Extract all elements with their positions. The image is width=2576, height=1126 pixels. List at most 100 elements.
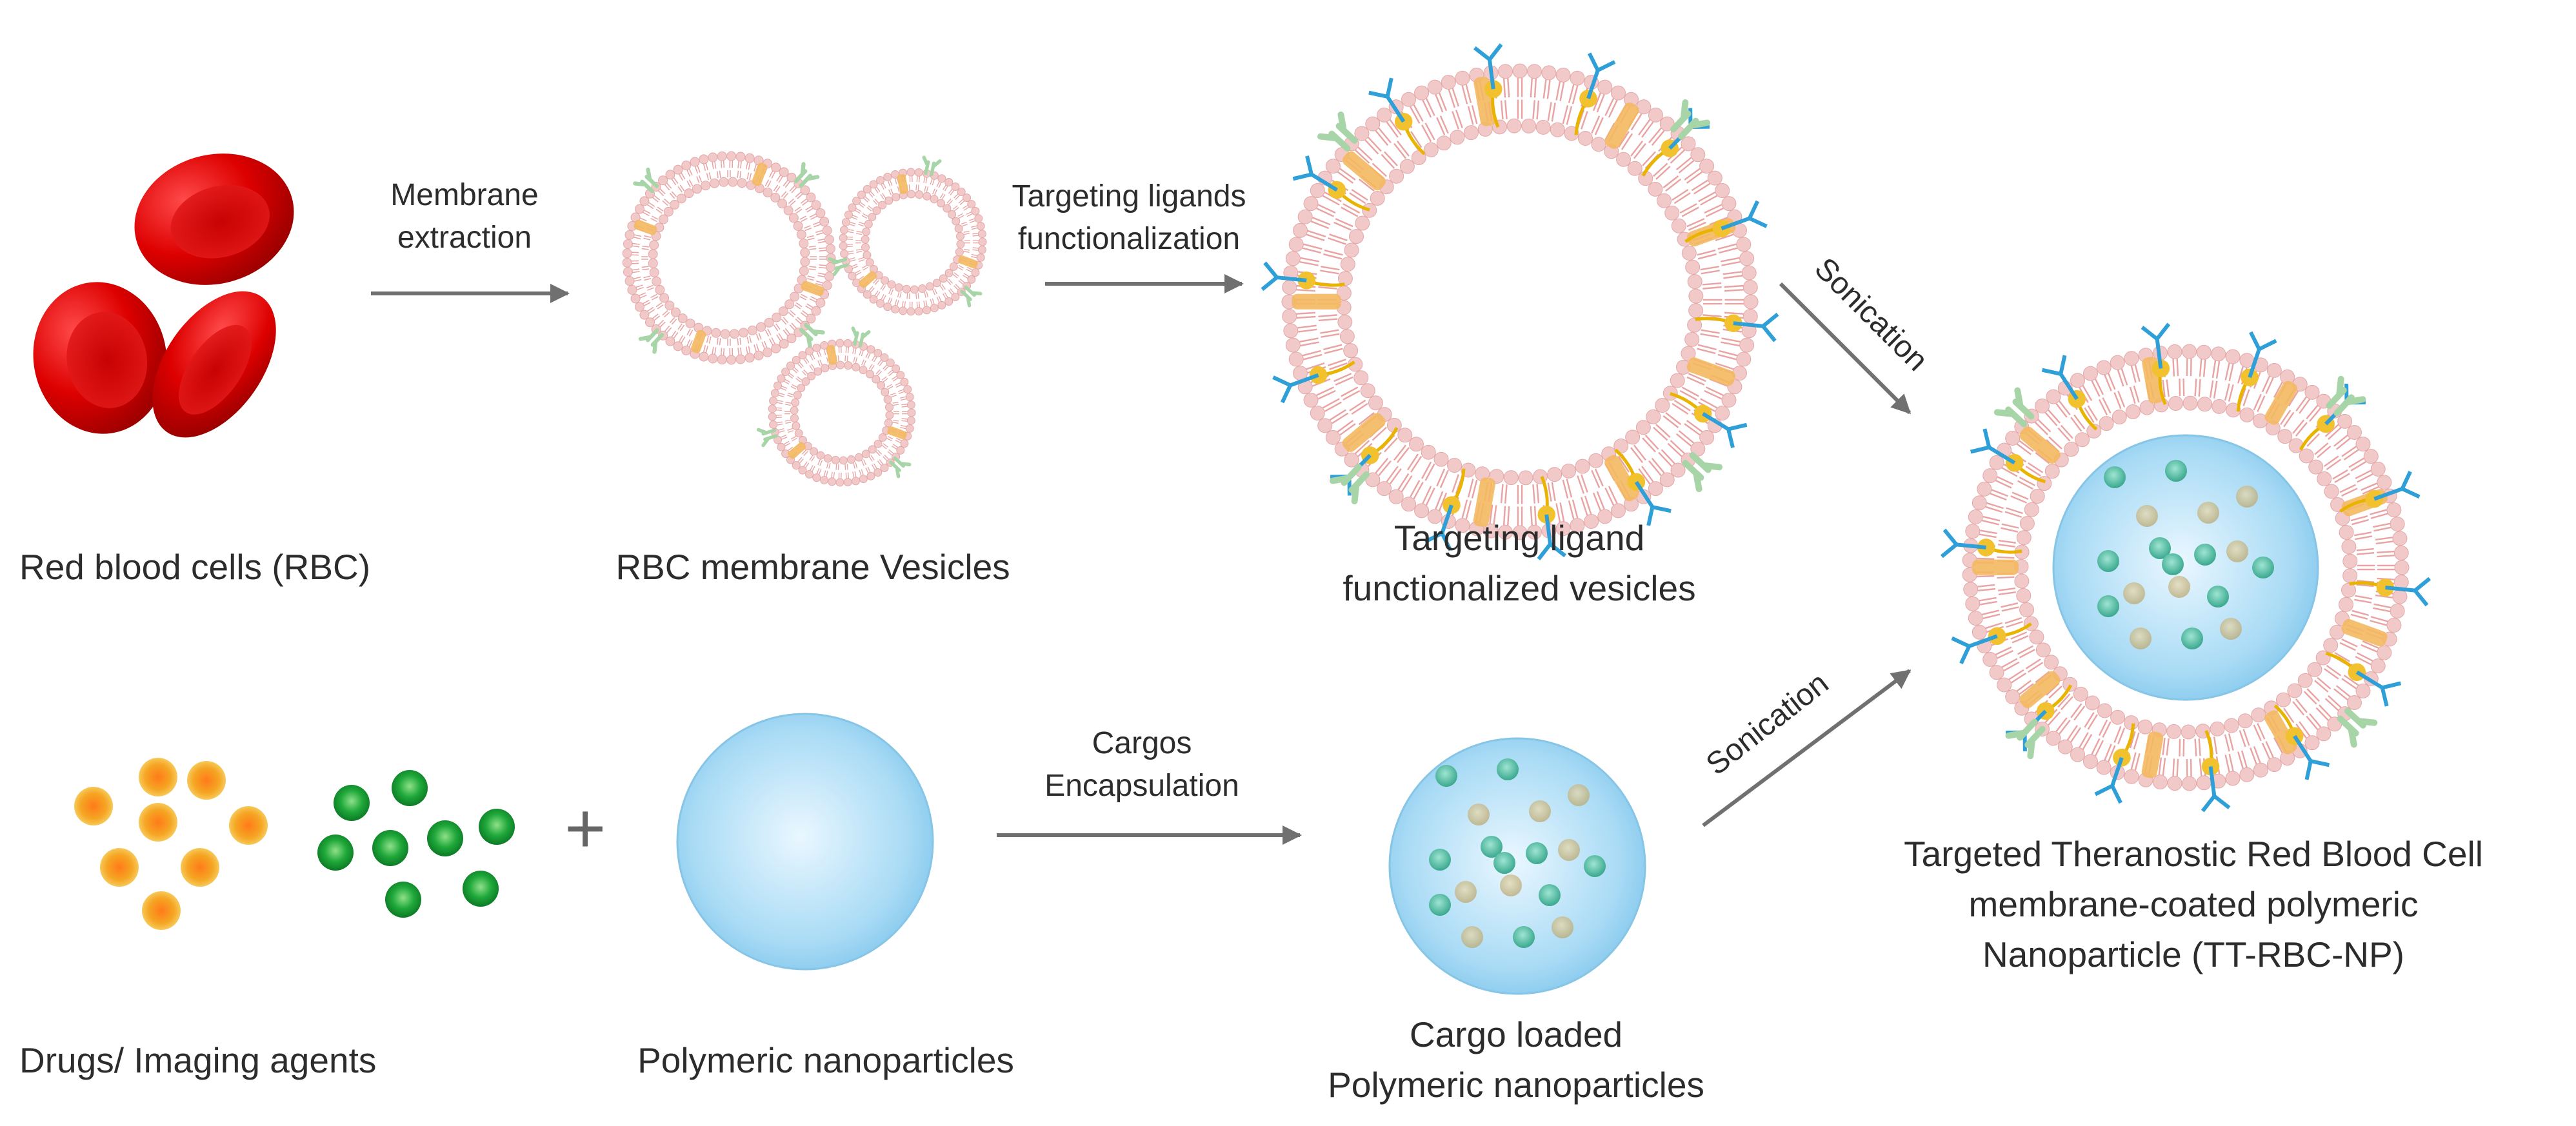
red-blood-cells xyxy=(33,153,294,438)
label-tl-vesicles: Targeting ligand functionalized vesicles xyxy=(1255,513,1784,613)
imaging-agent-dot xyxy=(2165,460,2187,482)
targeting-ligand xyxy=(1272,361,1355,404)
targeting-ligand xyxy=(2094,723,2135,804)
polymeric-nanoparticle xyxy=(676,713,934,971)
lipid-bilayer xyxy=(827,155,987,316)
lipid-bilayer xyxy=(1261,43,1779,560)
label-rbc-vesicles: RBC membrane Vesicles xyxy=(615,547,1010,587)
targeting-ligand xyxy=(1951,622,2032,664)
membrane-receptor xyxy=(922,155,942,177)
membrane-protein xyxy=(2141,731,2164,778)
drug-dot xyxy=(1552,916,1573,938)
membrane-protein xyxy=(859,271,877,288)
rbc-cell xyxy=(134,153,294,285)
membrane-protein xyxy=(1473,477,1496,528)
membrane-receptor xyxy=(2326,375,2366,417)
imaging-agent-particle xyxy=(334,785,370,821)
label-final-line2: membrane-coated polymeric xyxy=(1968,884,2419,924)
imaging-agent-dot xyxy=(1539,884,1561,906)
membrane-protein xyxy=(2019,426,2061,464)
membrane-receptor xyxy=(794,162,820,188)
targeting-ligand xyxy=(2349,577,2431,607)
membrane-receptor xyxy=(889,456,912,479)
imaging-agent-dot xyxy=(2162,553,2184,575)
rbc-cell xyxy=(33,282,167,434)
imaging-agent-particle xyxy=(385,882,421,918)
imaging-agent-dot xyxy=(2097,595,2119,617)
membrane-protein xyxy=(958,255,978,269)
membrane-protein xyxy=(1972,559,2019,575)
label-tl-vesicles-line2: functionalized vesicles xyxy=(1343,568,1696,608)
targeting-ligand xyxy=(2273,704,2330,780)
membrane-protein xyxy=(2264,380,2298,425)
label-cargos-encapsulation: Cargos Encapsulation xyxy=(1006,722,1277,807)
membrane-receptor xyxy=(1329,464,1370,505)
label-targeting-line1: Targeting ligands xyxy=(1012,179,1246,213)
drug-dot xyxy=(1455,881,1477,903)
label-cargo-np-line1: Cargo loaded xyxy=(1409,1014,1623,1054)
drug-dot xyxy=(2123,582,2145,604)
tt-rbc-np-particle xyxy=(1940,322,2431,813)
imaging-agent-dot xyxy=(1429,894,1451,916)
imaging-agent-dot xyxy=(1429,849,1451,871)
drugs-imaging-agents xyxy=(74,758,515,930)
membrane-protein xyxy=(1343,151,1386,191)
targeting-ligand xyxy=(1537,475,1567,560)
targeting-ligand xyxy=(2339,471,2421,513)
membrane-receptor xyxy=(799,322,825,349)
targeting-ligand xyxy=(2141,322,2171,405)
membrane-protein xyxy=(2019,671,2061,709)
membrane-receptor xyxy=(2337,707,2378,748)
imaging-agent-particle xyxy=(372,830,408,866)
targeting-ligand xyxy=(1940,528,2022,558)
drug-particle xyxy=(181,848,219,887)
targeting-ligand xyxy=(2201,730,2231,813)
targeting-ligand xyxy=(1970,428,2046,484)
membrane-receptor xyxy=(1670,99,1711,140)
label-membrane-extraction: Membrane extraction xyxy=(361,174,568,259)
drug-particle xyxy=(142,891,181,930)
drug-dot xyxy=(2130,627,2152,649)
membrane-protein xyxy=(1604,102,1639,149)
membrane-receptor xyxy=(827,257,849,277)
rbc-membrane-vesicles xyxy=(622,151,987,487)
plus-sign: + xyxy=(564,789,606,868)
drug-dot xyxy=(1468,804,1490,825)
membrane-receptor xyxy=(1317,111,1358,152)
targeting-ligand-vesicle xyxy=(1261,43,1779,560)
targeting-ligand xyxy=(1684,200,1768,243)
membrane-receptor xyxy=(1682,452,1723,493)
drug-dot xyxy=(2168,576,2190,598)
drug-dot xyxy=(1568,784,1590,806)
imaging-agent-particle xyxy=(392,770,428,806)
targeting-ligand xyxy=(1424,468,1466,551)
membrane-protein xyxy=(2264,710,2297,755)
targeting-ligand xyxy=(1368,77,1426,155)
label-polymeric-np: Polymeric nanoparticles xyxy=(637,1040,1014,1080)
imaging-agent-particle xyxy=(479,809,515,845)
targeting-ligand xyxy=(1695,312,1779,342)
imaging-agent-particle xyxy=(317,835,354,871)
membrane-protein xyxy=(1686,357,1735,386)
membrane-receptor xyxy=(960,285,983,308)
label-cargo-np: Cargo loaded Polymeric nanoparticles xyxy=(1239,1009,1793,1110)
membrane-protein xyxy=(801,281,824,297)
targeting-ligand xyxy=(2041,355,2098,431)
imaging-agent-dot xyxy=(2097,550,2119,572)
membrane-receptor xyxy=(638,328,664,354)
imaging-agent-particle xyxy=(463,871,499,907)
targeting-ligand xyxy=(2325,651,2402,707)
drug-particle xyxy=(229,806,268,845)
drug-dot xyxy=(1558,839,1580,861)
arrow-sonication-top xyxy=(1779,282,1912,415)
label-final-np: Targeted Theranostic Red Blood Cell memb… xyxy=(1826,829,2561,980)
label-targeting-functionalization: Targeting ligands functionalization xyxy=(981,175,1277,261)
drug-dot xyxy=(1500,874,1522,896)
label-cargos-line2: Encapsulation xyxy=(1044,769,1239,803)
cargo-dots xyxy=(1429,758,1606,948)
targeting-ligand xyxy=(1292,155,1370,212)
label-tl-vesicles-line1: Targeting ligand xyxy=(1393,518,1645,558)
label-final-line1: Targeted Theranostic Red Blood Cell xyxy=(1904,834,2483,874)
drug-particle xyxy=(139,803,177,842)
